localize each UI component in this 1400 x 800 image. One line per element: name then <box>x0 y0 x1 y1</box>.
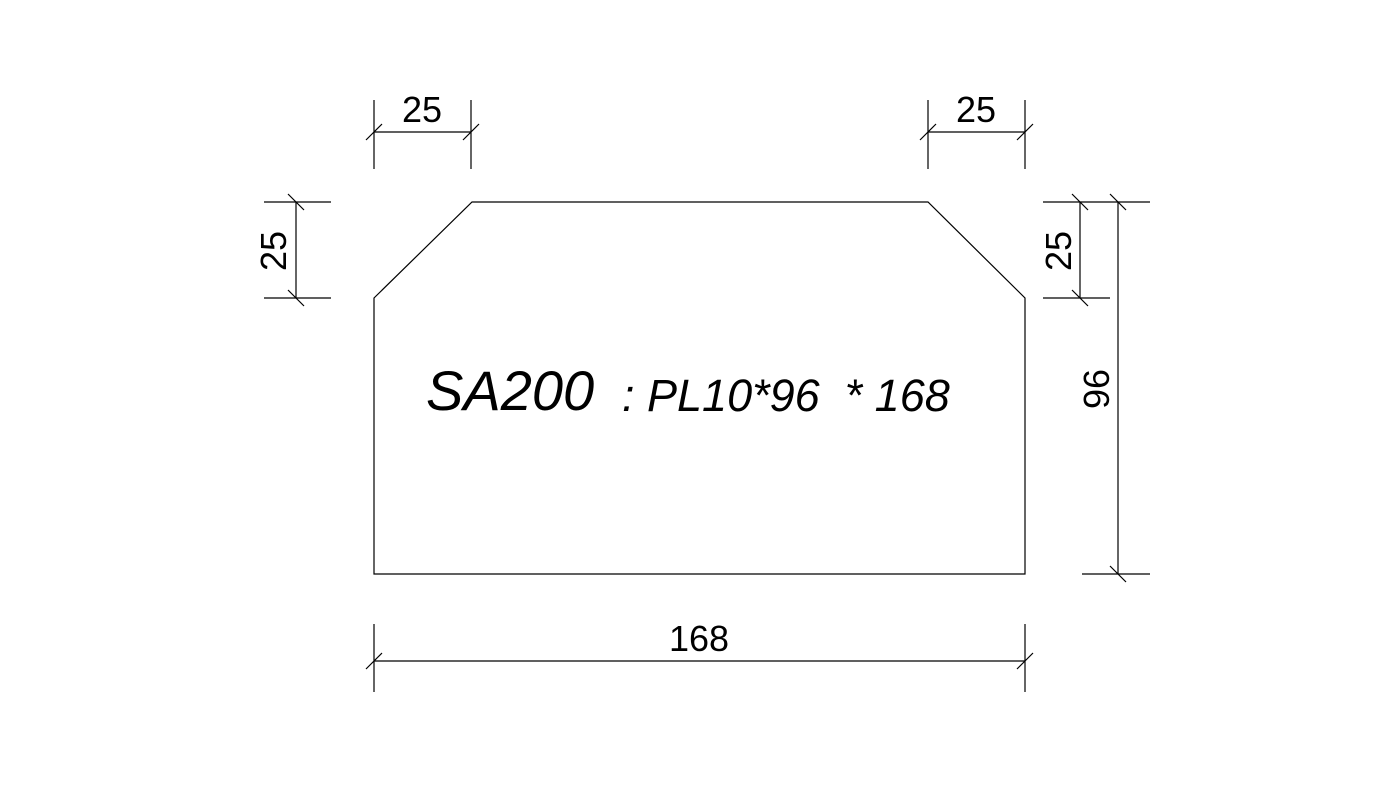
dim-top-right-chamfer-label: 25 <box>956 89 996 130</box>
dim-overall-width: 168 <box>365 618 1034 692</box>
dim-top-left-chamfer-label: 25 <box>402 89 442 130</box>
part-spec-label: : PL10*96 * 168 <box>622 370 950 421</box>
dim-overall-height: 96 <box>1076 193 1150 583</box>
dim-top-right-chamfer: 25 <box>919 89 1034 169</box>
part-material-label: SA200 <box>426 359 594 422</box>
dim-left-chamfer-height: 25 <box>253 193 331 307</box>
dim-left-chamfer-height-label: 25 <box>253 231 294 271</box>
dim-overall-width-label: 168 <box>669 618 729 659</box>
dim-right-chamfer-height-label: 25 <box>1038 231 1079 271</box>
dim-top-left-chamfer: 25 <box>365 89 480 169</box>
plate-outline <box>373 201 1026 575</box>
dim-right-chamfer-height: 25 <box>1038 193 1110 307</box>
dim-overall-height-label: 96 <box>1076 369 1117 409</box>
